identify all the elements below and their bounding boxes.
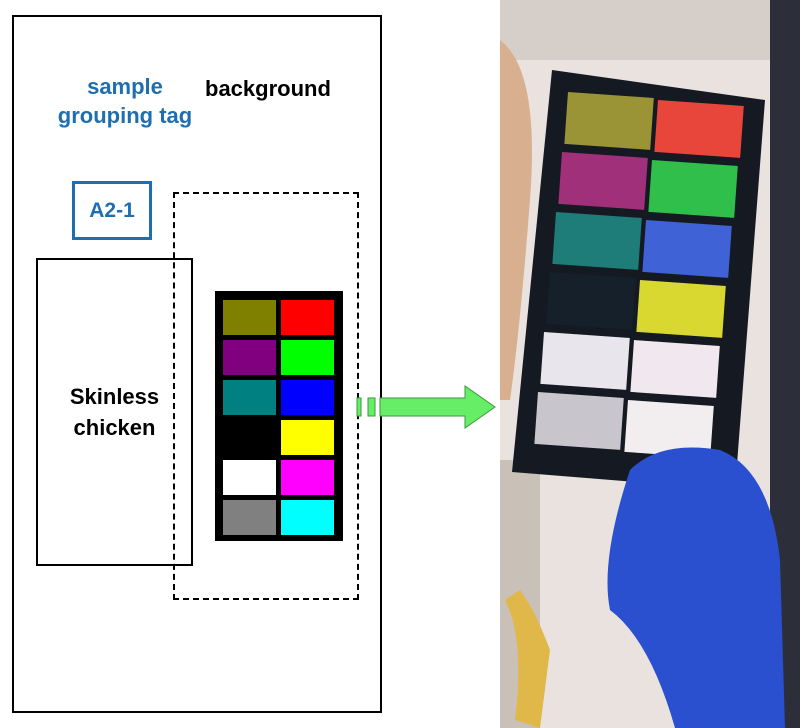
photo-patch bbox=[540, 331, 630, 390]
photo-patch bbox=[636, 279, 726, 338]
color-patch-right-2 bbox=[281, 380, 334, 415]
photo-chicken-foot bbox=[505, 590, 550, 728]
sample-grouping-tag-label: sample grouping tag bbox=[57, 74, 193, 128]
color-patch-right-0 bbox=[281, 300, 334, 335]
photo-patch bbox=[654, 100, 744, 158]
photo-top bbox=[500, 0, 800, 60]
diagram-frame bbox=[12, 15, 382, 713]
photo-patch bbox=[558, 152, 648, 210]
photo-patch bbox=[546, 271, 636, 330]
color-patch-right-4 bbox=[281, 460, 334, 495]
color-reference-card bbox=[215, 291, 343, 541]
color-patch-right-5 bbox=[281, 500, 334, 535]
arrow-segment bbox=[367, 397, 376, 417]
arrow-segment bbox=[356, 397, 362, 417]
arrow-head bbox=[379, 385, 496, 429]
photo-chicken bbox=[500, 40, 532, 400]
photo-patch bbox=[648, 160, 738, 218]
color-patch-left-3 bbox=[223, 420, 276, 455]
chicken-label: Skinless chicken bbox=[69, 384, 160, 440]
background-region bbox=[173, 192, 359, 600]
color-patch-left-1 bbox=[223, 340, 276, 375]
photo-glove bbox=[607, 447, 785, 728]
background-label: background bbox=[205, 76, 331, 101]
color-patch-right-3 bbox=[281, 420, 334, 455]
photo-patch bbox=[534, 392, 624, 450]
photo-chicken-with-color-card bbox=[500, 0, 800, 728]
color-patch-right-1 bbox=[281, 340, 334, 375]
photo-patch bbox=[642, 220, 732, 278]
arrow-icon bbox=[356, 385, 496, 429]
color-patch-left-5 bbox=[223, 500, 276, 535]
sample-tag: A2-1 bbox=[72, 181, 152, 240]
color-patch-left-4 bbox=[223, 460, 276, 495]
color-patch-left-2 bbox=[223, 380, 276, 415]
color-patch-left-0 bbox=[223, 300, 276, 335]
photo-patch bbox=[624, 400, 714, 458]
photo-patch bbox=[630, 340, 720, 398]
photo-patch bbox=[564, 92, 654, 150]
chicken-region: Skinless chicken bbox=[36, 258, 193, 566]
photo-patch bbox=[552, 212, 642, 270]
photo-patches bbox=[534, 92, 744, 458]
